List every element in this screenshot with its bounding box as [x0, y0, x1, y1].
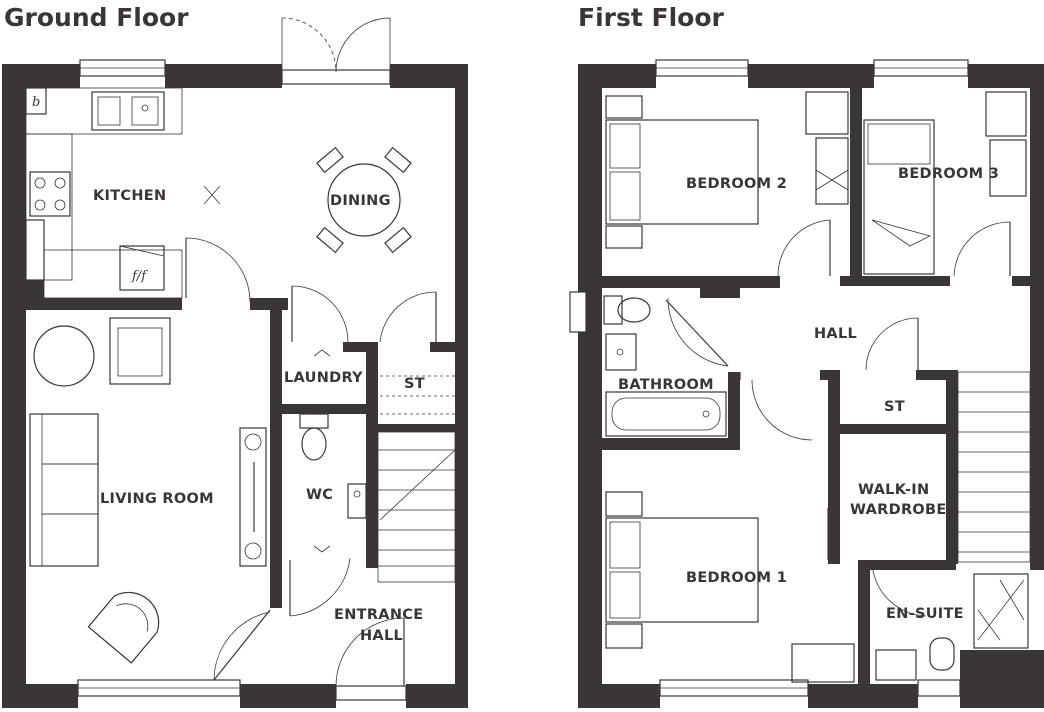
ground-floor-interior-walls: [26, 280, 455, 608]
bath-icon: [605, 391, 727, 437]
basin-icon: [347, 483, 367, 519]
entrance-hall-label-line1: ENTRANCE: [334, 607, 423, 623]
front-door: [335, 617, 407, 701]
bathroom-fittings: [603, 295, 727, 437]
bathroom-label: BATHROOM: [618, 377, 714, 393]
ground-floor-room-labels: KITCHEN DINING LIVING ROOM LAUNDRY ST WC…: [93, 188, 425, 644]
bedroom-2-furniture: [605, 91, 849, 249]
en-suite-label: EN-SUITE: [886, 606, 964, 622]
wc-label: WC: [306, 487, 333, 503]
first-floor-stairs: [957, 371, 1031, 563]
ceiling-light-icons: [203, 185, 221, 205]
first-floor-heading: First Floor: [578, 3, 725, 32]
toilet-icon: [617, 297, 651, 323]
kitchen-units: b f/f: [25, 87, 183, 299]
bedroom-3-label: BEDROOM 3: [898, 166, 999, 182]
first-floor-windows: [569, 59, 969, 697]
dining-label: DINING: [330, 193, 391, 209]
first-floor-interior-walls: [602, 88, 1044, 684]
ground-floor-heading: Ground Floor: [4, 3, 189, 32]
wc-fittings: [299, 349, 367, 553]
hob-icon: [29, 171, 71, 217]
boiler-label: b: [32, 95, 40, 110]
toilet-icon: [301, 427, 327, 461]
basin-icon: [875, 649, 917, 681]
double-bed-icon: [605, 517, 759, 623]
store-label: ST: [404, 376, 425, 392]
tv-unit-icon: [239, 427, 267, 567]
dining-table-icon: [316, 146, 412, 254]
armchair-icon: [109, 317, 171, 385]
fridge-freezer: [119, 245, 165, 291]
bedroom-2-label: BEDROOM 2: [686, 176, 787, 192]
laundry-label: LAUNDRY: [284, 370, 363, 386]
kitchen-label: KITCHEN: [93, 188, 166, 204]
cistern-icon: [603, 295, 623, 325]
basin-icon: [605, 333, 637, 371]
sofa-icon: [29, 413, 99, 567]
toilet-cistern-icon: [299, 413, 329, 429]
walk-in-wardrobe-label-line1: WALK-IN: [858, 482, 929, 498]
toilet-icon: [929, 637, 955, 671]
shower-tray-icon: [973, 573, 1029, 649]
boiler-cupboard: [25, 87, 47, 115]
hall-label: HALL: [814, 326, 857, 342]
store-label: ST: [884, 399, 905, 415]
living-room-label: LIVING ROOM: [100, 491, 214, 507]
first-floor-doors: [665, 219, 1011, 617]
wardrobe-icon: [805, 91, 849, 135]
patio-doors: [281, 17, 391, 85]
double-bed-icon: [605, 119, 759, 225]
dresser-icon: [791, 643, 855, 683]
living-room-furniture: [29, 317, 267, 664]
en-suite-fittings: [875, 573, 1029, 681]
lounge-chair-icon: [87, 591, 160, 664]
sink-icon: [91, 91, 165, 131]
side-table-icon: [33, 325, 95, 387]
ground-floor-stairs: [377, 375, 456, 583]
first-floor-exterior-walls: [578, 64, 1044, 708]
single-bed-icon: [863, 119, 935, 275]
ground-floor-plan: Ground Floor: [2, 3, 468, 708]
ground-floor-windows: [77, 59, 241, 697]
first-floor-room-labels: BEDROOM 2 BEDROOM 3 HALL BATHROOM ST WAL…: [618, 166, 999, 622]
bedroom-3-furniture: [863, 91, 1027, 275]
walk-in-wardrobe-label-line2: WARDROBE: [850, 502, 947, 518]
bedroom-1-label: BEDROOM 1: [686, 570, 787, 586]
entrance-hall-label-line2: HALL: [360, 628, 403, 644]
first-floor-plan: First Floor: [569, 3, 1044, 708]
fridge-freezer-label: f/f: [131, 269, 148, 284]
ground-floor-doors: [185, 237, 437, 681]
bedroom-1-furniture: [605, 491, 855, 683]
ground-floor-exterior-walls: [2, 64, 468, 708]
